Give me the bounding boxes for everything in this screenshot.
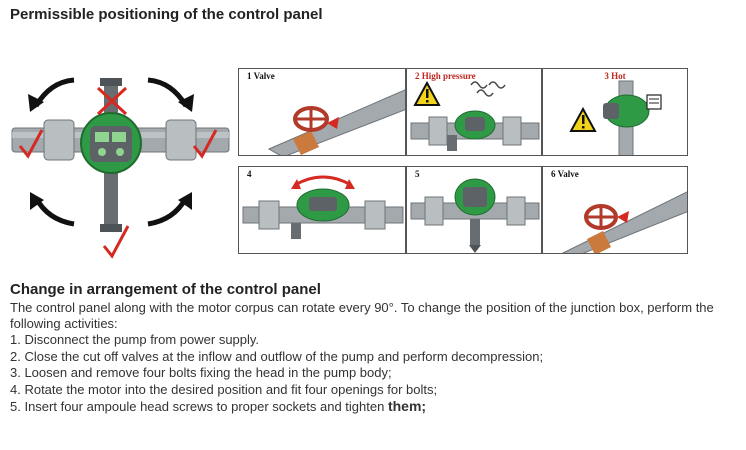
list-item: 2. Close the cut off valves at the inflo…	[10, 349, 543, 366]
valve-wheel-icon	[293, 106, 329, 132]
list-item: 3. Loosen and remove four bolts fixing t…	[10, 365, 543, 382]
warning-icon	[569, 106, 597, 132]
right-coupling	[165, 119, 197, 161]
step-text: 3. Loosen and remove four bolts fixing t…	[10, 365, 392, 380]
rotation-diagram	[11, 77, 230, 259]
valve-illustration	[267, 89, 405, 155]
hand-icon	[646, 94, 662, 110]
step-text: 2. Close the cut off valves at the inflo…	[10, 348, 544, 364]
list-item: 1. Disconnect the pump from power supply…	[10, 332, 543, 349]
high-pressure-illustration	[410, 80, 540, 151]
section-heading: Change in arrangement of the control pan…	[10, 281, 321, 298]
step-text: 1. Disconnect the pump from power supply…	[10, 332, 260, 347]
left-coupling	[43, 119, 75, 161]
check-mark-icon	[18, 129, 44, 159]
motor-axis-bottom	[104, 168, 118, 228]
step-emphasis: them;	[387, 398, 427, 414]
check-mark-icon	[102, 225, 130, 259]
panel-label: 6 Valve	[551, 169, 579, 179]
procedure-panels: 1 Valve 2 High pressure	[238, 68, 688, 254]
panel-label: 1 Valve	[247, 71, 275, 81]
hot-illustration	[569, 80, 662, 155]
panel-insert-screws: 5	[406, 166, 542, 254]
warning-icon	[413, 80, 441, 106]
list-item: 4. Rotate the motor into the desired pos…	[10, 382, 543, 399]
check-mark-icon	[192, 129, 218, 159]
step-text: 4. Rotate the motor into the desired pos…	[10, 381, 438, 397]
panel-label: 5	[415, 169, 420, 179]
panel-label: 3 Hot	[604, 71, 626, 81]
rotate-arrow-icon	[294, 175, 352, 187]
rotate-arrow-icon	[33, 196, 75, 227]
panel-valve-close: 1 Valve	[238, 68, 406, 156]
panel-valve-open: 6 Valve	[542, 166, 688, 254]
page-title: Permissible positioning of the control p…	[10, 6, 323, 23]
control-panel	[90, 126, 132, 162]
list-item: 5. Insert four ampoule head screws to pr…	[10, 398, 543, 416]
rotate-motor-illustration	[242, 175, 404, 239]
valve-wheel-icon	[584, 204, 618, 230]
panel-label: 2 High pressure	[415, 71, 476, 81]
insert-screws-illustration	[410, 178, 540, 253]
step-text: 5. Insert four ampoule head screws to pr…	[10, 399, 388, 414]
steps-list: 1. Disconnect the pump from power supply…	[10, 332, 543, 416]
panel-rotate-motor: 4	[238, 166, 406, 254]
steam-icon	[470, 81, 506, 97]
panel-high-pressure: 2 High pressure	[406, 68, 542, 156]
valve-illustration	[561, 191, 687, 253]
panel-label: 4	[247, 169, 252, 179]
cross-mark-icon	[96, 86, 128, 116]
panel-hot: 3 Hot	[542, 68, 688, 156]
rotate-arrow-icon	[147, 196, 189, 227]
intro-paragraph: The control panel along with the motor c…	[10, 300, 714, 331]
